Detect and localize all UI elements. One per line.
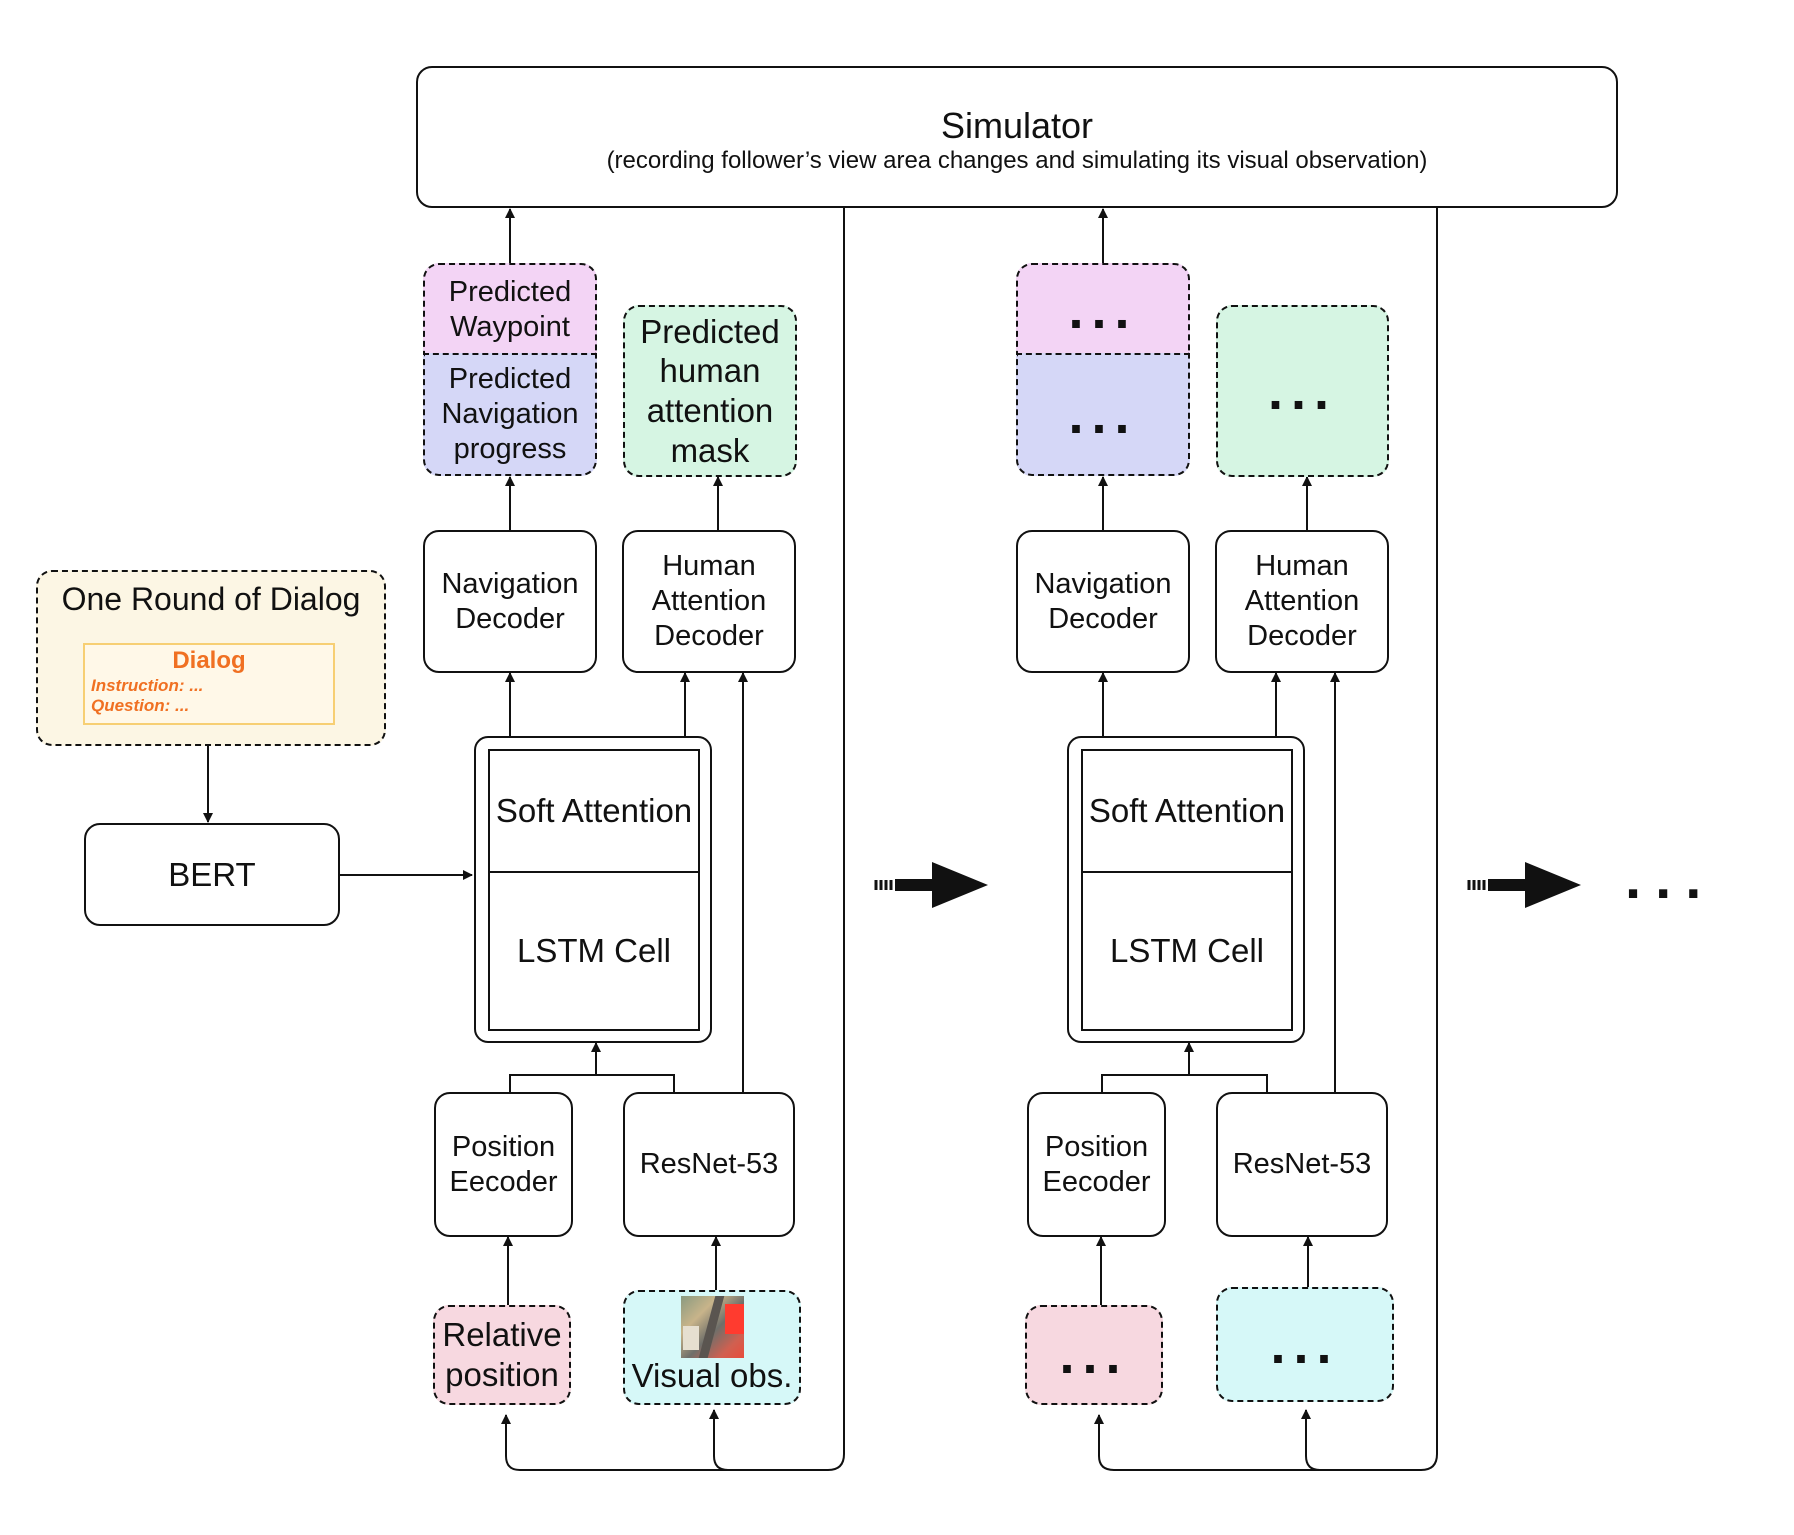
simulator-box: Simulator (recording follower’s view are… <box>416 66 1618 208</box>
step2-human-attention-decoder-box: Human Attention Decoder <box>1215 530 1389 673</box>
step2-waypoint-ellipsis: ... <box>1068 279 1138 340</box>
trailing-ellipsis: ... <box>1625 846 1716 911</box>
feedback-loop-step2 <box>1094 208 1438 1471</box>
step2-position-encoder-box: Position Eecoder <box>1027 1092 1166 1237</box>
dialog-card-title: Dialog <box>172 647 246 674</box>
step2-visual-obs-box: ... <box>1216 1287 1394 1402</box>
step2-relative-position-ellipsis: ... <box>1059 1325 1129 1385</box>
dialog-question: Question: ... <box>91 696 190 716</box>
simulator-subtitle: (recording follower’s view area changes … <box>606 147 1428 175</box>
step2-resnet-box: ResNet-53 <box>1216 1092 1388 1237</box>
simulator-title: Simulator <box>940 105 1094 146</box>
dialog-round-box: One Round of Dialog Dialog Instruction: … <box>36 570 386 746</box>
predicted-progress-box: Predicted Navigation progress <box>423 353 597 476</box>
step2-attention-mask-ellipsis: ... <box>1267 361 1337 421</box>
navigation-decoder-box: Navigation Decoder <box>423 530 597 673</box>
dialog-instruction: Instruction: ... <box>91 675 204 695</box>
step2-navigation-decoder-box: Navigation Decoder <box>1016 530 1190 673</box>
visual-obs-box: Visual obs. <box>623 1290 801 1405</box>
step2-attention-mask-box: ... <box>1216 305 1389 477</box>
visual-obs-label: Visual obs. <box>631 1356 793 1394</box>
next-step-arrow-1 <box>874 862 988 908</box>
step2-core-module-box: Soft Attention LSTM Cell <box>1067 736 1305 1043</box>
lstm-cell-block: LSTM Cell <box>488 871 700 1031</box>
feedback-loop-step1-branch <box>709 1409 729 1471</box>
step2-relative-position-box: ... <box>1025 1305 1163 1405</box>
step2-visual-obs-ellipsis: ... <box>1270 1314 1340 1375</box>
step2-waypoint-box: ... <box>1016 263 1190 356</box>
step2-lstm-cell-block: LSTM Cell <box>1081 871 1293 1031</box>
predicted-waypoint-box: Predicted Waypoint <box>423 263 597 356</box>
next-step-arrow-2 <box>1467 862 1581 908</box>
position-encoder-box: Position Eecoder <box>434 1092 573 1237</box>
soft-attention-block: Soft Attention <box>488 749 700 873</box>
arrow-step2-encoders-to-core <box>1101 1074 1268 1092</box>
step2-progress-ellipsis: ... <box>1068 384 1138 445</box>
dialog-card: Dialog Instruction: ... Question: ... <box>83 643 335 725</box>
feedback-loop-step1 <box>501 208 845 1471</box>
relative-position-box: Relative position <box>433 1305 571 1405</box>
core-module-box: Soft Attention LSTM Cell <box>474 736 712 1043</box>
bert-box: BERT <box>84 823 340 926</box>
resnet-box: ResNet-53 <box>623 1092 795 1237</box>
step2-progress-box: ... <box>1016 353 1190 476</box>
step2-soft-attention-block: Soft Attention <box>1081 749 1293 873</box>
arrow-encoders-to-core <box>509 1074 675 1092</box>
dialog-round-title: One Round of Dialog <box>61 581 361 617</box>
visual-obs-thumbnail <box>680 1295 744 1358</box>
predicted-attention-mask-box: Predicted human attention mask <box>623 305 797 477</box>
human-attention-decoder-box: Human Attention Decoder <box>622 530 796 673</box>
feedback-loop-step2-branch <box>1301 1409 1321 1471</box>
